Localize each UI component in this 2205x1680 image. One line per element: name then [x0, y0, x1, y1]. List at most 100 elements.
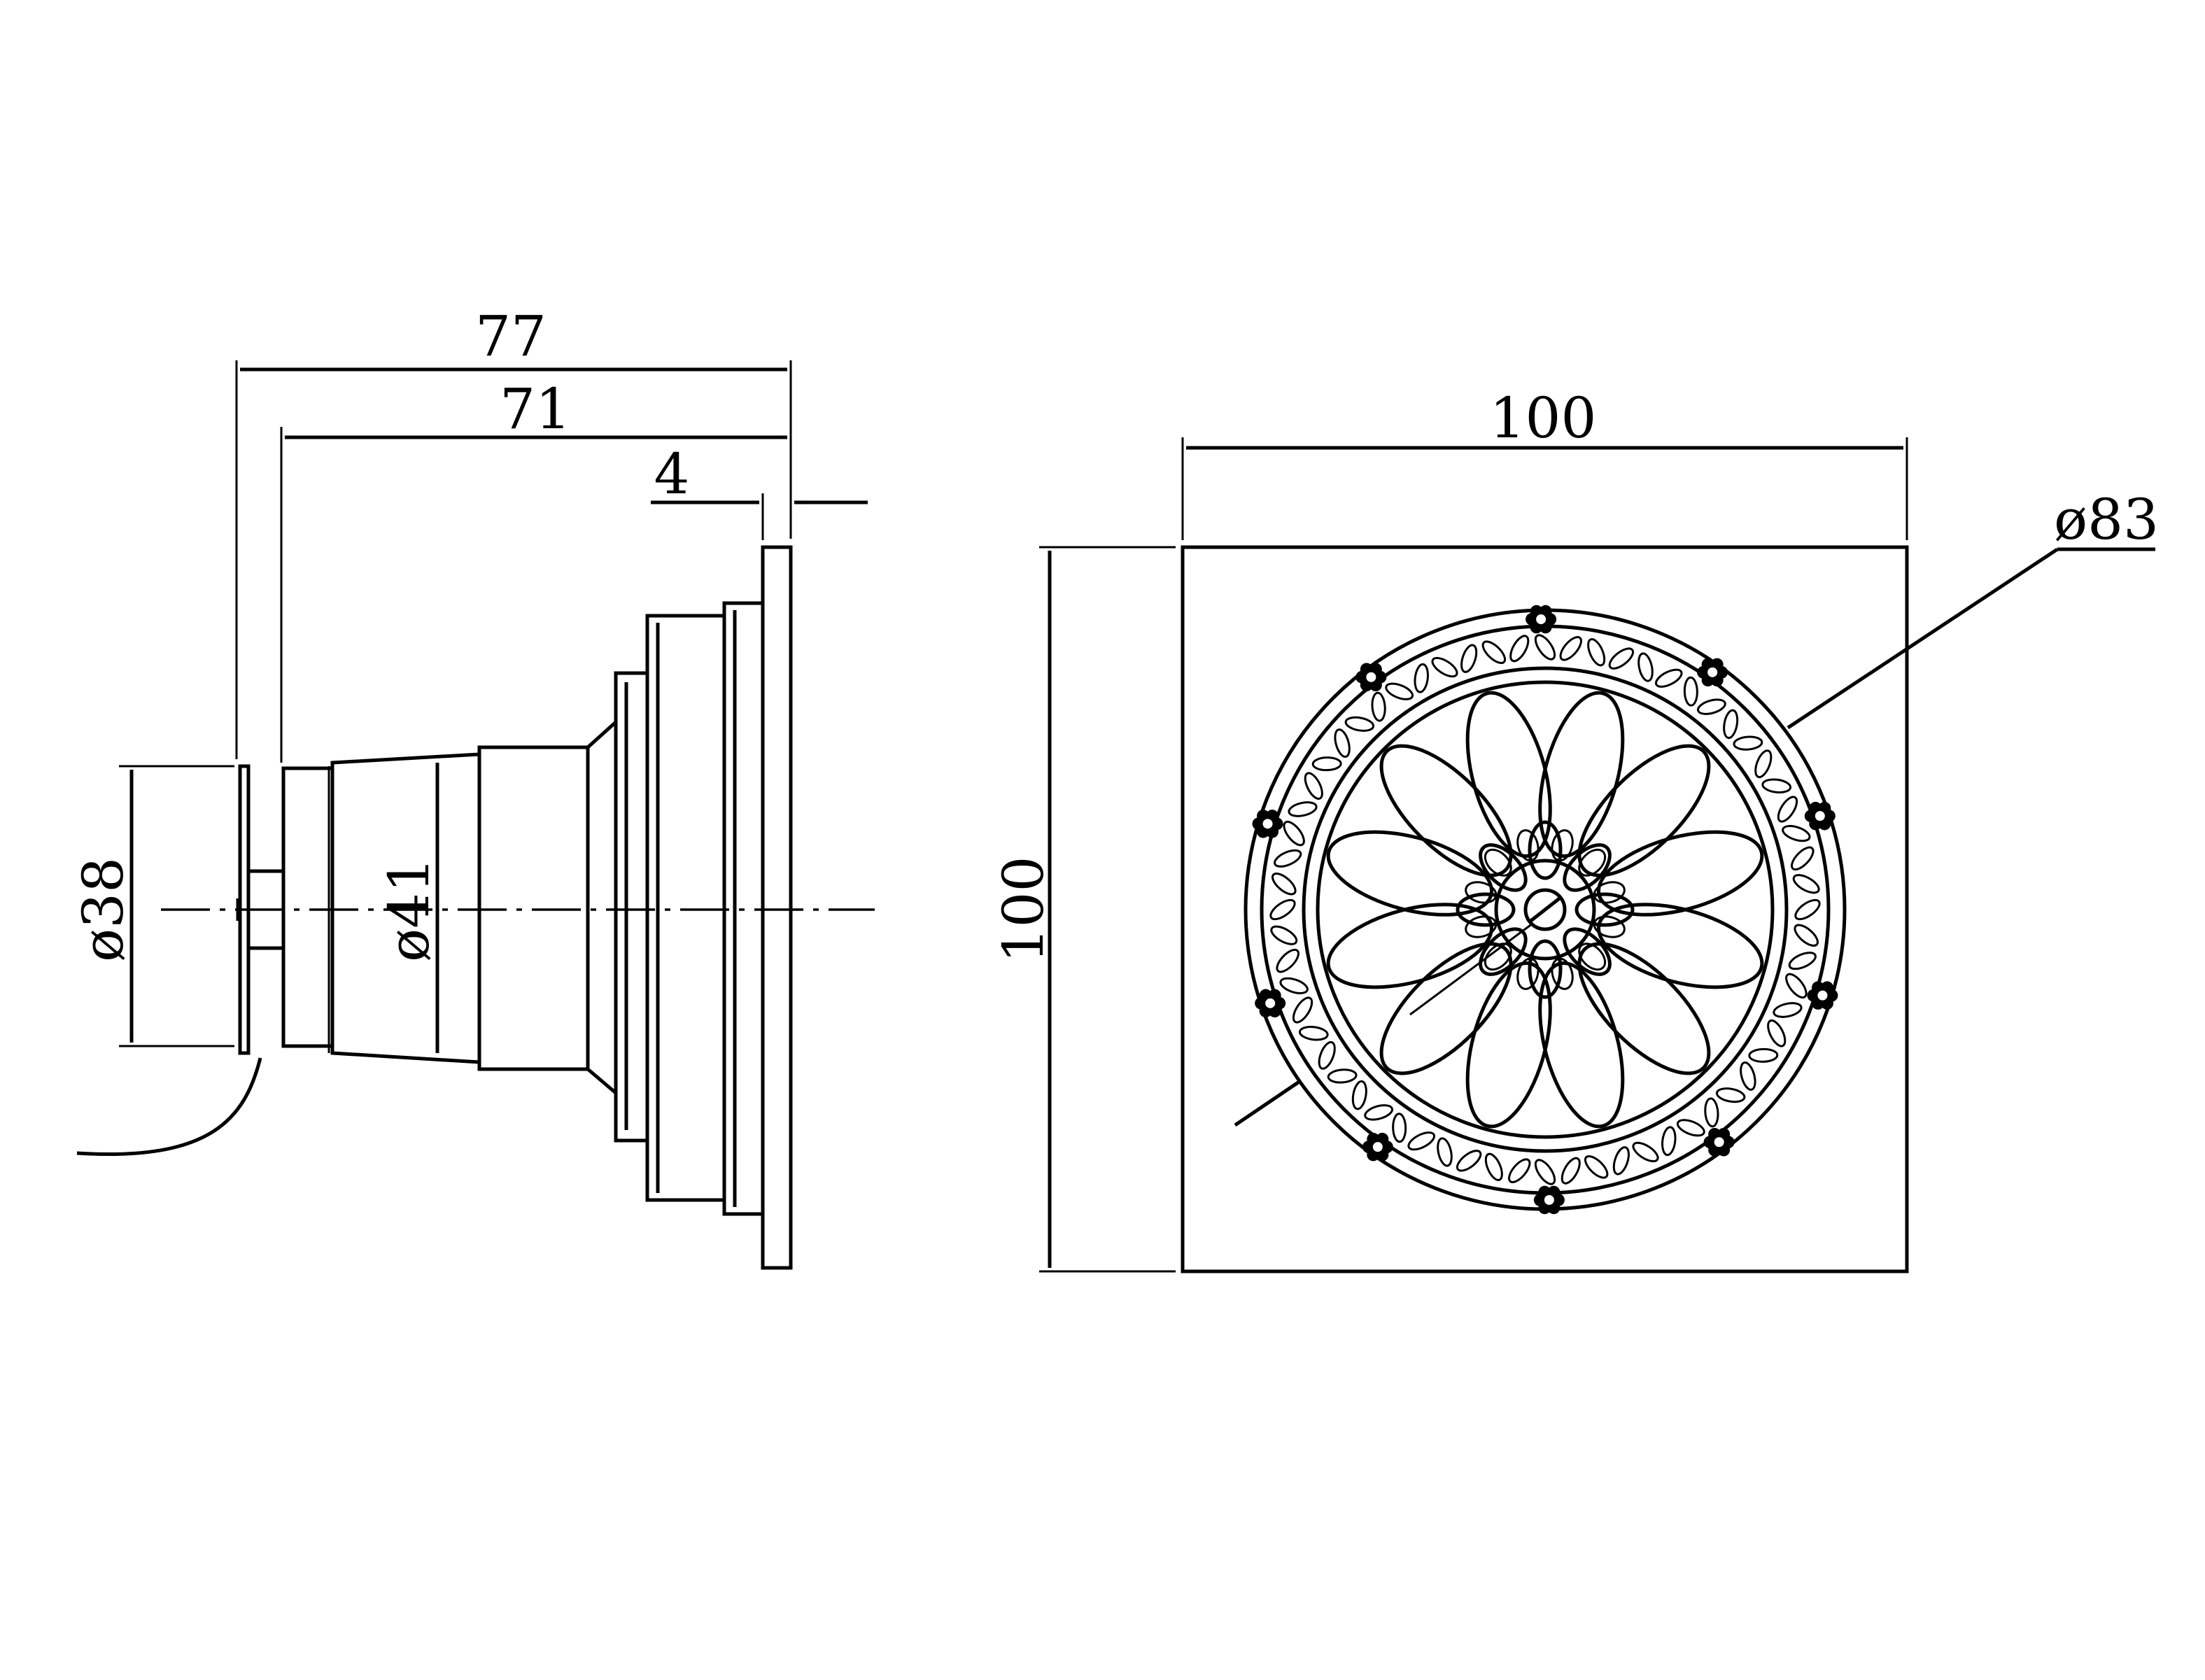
leaf-mark	[1740, 1061, 1756, 1091]
rosette	[1703, 1127, 1735, 1157]
petal	[1379, 942, 1513, 1075]
dim-label-41: ø41	[376, 857, 442, 962]
flange	[761, 545, 793, 1270]
dim-label-grate-diameter: ø83	[2054, 487, 2159, 552]
leaf-mark	[1456, 1150, 1482, 1172]
dim-label-height: 100	[991, 856, 1056, 963]
leaf-mark	[1371, 691, 1386, 722]
leaf-mark	[1748, 1047, 1779, 1063]
leaf-mark	[1271, 873, 1297, 896]
leaf-mark	[1460, 644, 1478, 673]
rosette	[1526, 605, 1557, 634]
leaf-mark	[1509, 635, 1530, 663]
grate-inner-ring	[1302, 666, 1789, 1153]
leaf-mark	[1437, 1137, 1453, 1167]
petal	[1577, 744, 1711, 877]
leaf-mark	[1270, 925, 1298, 945]
leaf-mark	[1788, 952, 1817, 970]
leaf-mark	[1676, 1119, 1705, 1137]
leaf-mark	[1782, 825, 1811, 842]
dia-leader-lower	[1234, 1079, 1302, 1127]
leaf-mark	[1269, 898, 1296, 921]
petal-inner-mark	[1484, 943, 1512, 971]
rosette	[1355, 663, 1387, 692]
rosette	[1252, 810, 1283, 838]
rosette	[1697, 658, 1728, 687]
hub-petal	[1575, 892, 1635, 927]
petal-inner-mark	[1484, 848, 1512, 877]
body-step	[477, 745, 590, 1071]
leaf-mark	[1292, 996, 1313, 1024]
leaf-mark	[1559, 636, 1582, 661]
hub-petal	[1528, 820, 1563, 880]
top-view: 100 100 ø83	[991, 386, 2159, 1273]
leaf-mark	[1767, 1019, 1787, 1047]
leaf-mark	[1704, 1097, 1719, 1128]
leaf-mark	[1364, 1104, 1394, 1121]
leaf-mark	[1754, 749, 1773, 779]
leaf-mark	[1785, 973, 1808, 999]
leaf-mark	[1414, 663, 1429, 693]
leaf-mark	[1274, 849, 1302, 868]
rosette-ornaments	[1252, 605, 1838, 1215]
leaf-mark	[1288, 801, 1318, 817]
leaf-mark	[1318, 1040, 1336, 1070]
leaf-mark	[1407, 1131, 1436, 1151]
leaf-mark	[1791, 846, 1815, 871]
dim-label-71: 71	[500, 376, 571, 442]
leaf-mark	[1334, 728, 1351, 758]
leaf-mark	[1792, 874, 1820, 894]
leaf-mark	[1587, 638, 1606, 667]
leaf-mark	[1637, 652, 1654, 682]
petal	[1379, 744, 1513, 877]
hub-petal	[1479, 843, 1528, 892]
leaf-mark	[1794, 898, 1821, 921]
hub-petal	[1456, 892, 1516, 927]
leaf-mark	[1794, 924, 1819, 947]
rosette	[1804, 801, 1836, 831]
leaf-mark	[1276, 948, 1299, 973]
leaf-mark	[1723, 709, 1739, 740]
leaf-mark	[1683, 676, 1698, 707]
leaf-mark	[1484, 1152, 1503, 1181]
leaf-mark	[1612, 1146, 1630, 1176]
leaf-mark	[1773, 1002, 1803, 1018]
leaf-mark	[1561, 1157, 1581, 1185]
rosette	[1807, 981, 1838, 1010]
leaf-mark	[1661, 1126, 1677, 1157]
seal-ring	[614, 671, 649, 1143]
leaf-mark	[1385, 682, 1414, 700]
body-taper	[586, 718, 618, 1097]
hub-petal	[1563, 843, 1612, 892]
dim-label-width: 100	[1490, 386, 1597, 451]
leaf-mark	[1508, 1158, 1531, 1183]
leaf-mark	[1696, 698, 1726, 715]
dim-label-77: 77	[475, 304, 547, 369]
leaf-border	[1269, 634, 1821, 1185]
center-hub	[1494, 859, 1596, 961]
leaf-mark	[1351, 1080, 1367, 1110]
leaf-mark	[1608, 647, 1635, 670]
petal-inner-mark	[1578, 943, 1607, 971]
leaf-mark	[1392, 1113, 1407, 1143]
leaf-mark	[1298, 1026, 1329, 1041]
leaf-mark	[1311, 756, 1342, 772]
leaf-mark	[1584, 1155, 1609, 1179]
flower-petals	[1326, 691, 1764, 1129]
leaf-mark	[1715, 1087, 1746, 1103]
leaf-mark	[1327, 1068, 1358, 1084]
petal	[1577, 942, 1711, 1075]
rosette	[1362, 1132, 1393, 1162]
hub-petal	[1528, 939, 1563, 999]
leaf-mark	[1481, 640, 1507, 664]
leaf-mark	[1304, 772, 1323, 800]
leaf-mark	[1534, 634, 1556, 661]
center-screw	[1523, 888, 1567, 931]
leaf-mark	[1733, 735, 1763, 751]
leaf-mark	[1344, 716, 1375, 732]
leaf-mark	[1761, 778, 1792, 793]
dim-label-4: 4	[654, 442, 690, 507]
leaf-mark	[1431, 656, 1458, 678]
dim-label-38: ø38	[71, 857, 136, 962]
